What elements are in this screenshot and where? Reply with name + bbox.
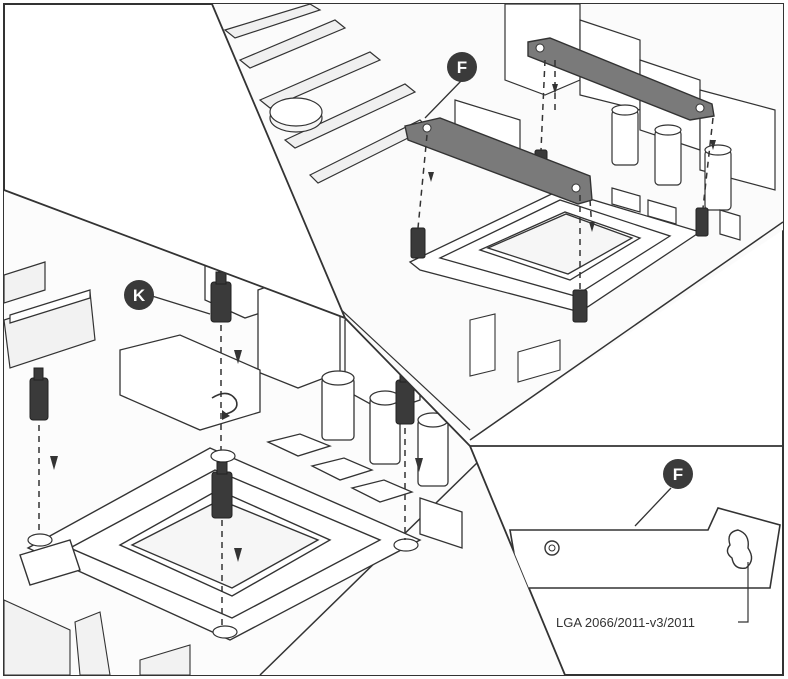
callout-f-top-badge xyxy=(447,52,477,82)
callout-f-detail-label: F xyxy=(673,465,683,484)
rear-connectors xyxy=(469,313,561,383)
pcie-slots xyxy=(223,4,430,184)
standoffs-left xyxy=(29,271,415,519)
bracket-slot-hole xyxy=(726,529,753,569)
callout-k-label: K xyxy=(133,286,146,305)
socket-top xyxy=(408,189,702,313)
divider-left xyxy=(3,189,346,319)
divider-middle xyxy=(344,317,471,447)
board-edge-left xyxy=(259,459,481,675)
divider-top xyxy=(211,3,346,319)
arrows-top xyxy=(428,84,716,232)
mounting-bracket-lower xyxy=(404,117,593,205)
rotate-arrow xyxy=(211,392,238,415)
callout-leader-f-top xyxy=(424,79,463,119)
arrows-left xyxy=(50,350,423,562)
standoffs-top xyxy=(410,149,709,323)
pcie-slots-left xyxy=(4,261,96,369)
callout-f-detail-badge xyxy=(663,459,693,489)
mounting-bracket-upper xyxy=(527,37,715,121)
callout-f-top-label: F xyxy=(457,58,467,77)
caption-leader xyxy=(738,562,749,623)
socket-compatibility-caption: LGA 2066/2011-v3/2011 xyxy=(556,615,695,630)
socket-left xyxy=(19,447,422,641)
alignment-guides-left xyxy=(38,325,406,628)
callout-leader-f-detail xyxy=(634,487,672,527)
callout-leader-k xyxy=(151,295,211,315)
ram-slots-left xyxy=(4,599,191,675)
board-edge xyxy=(469,221,783,441)
callout-k-badge xyxy=(124,280,154,310)
